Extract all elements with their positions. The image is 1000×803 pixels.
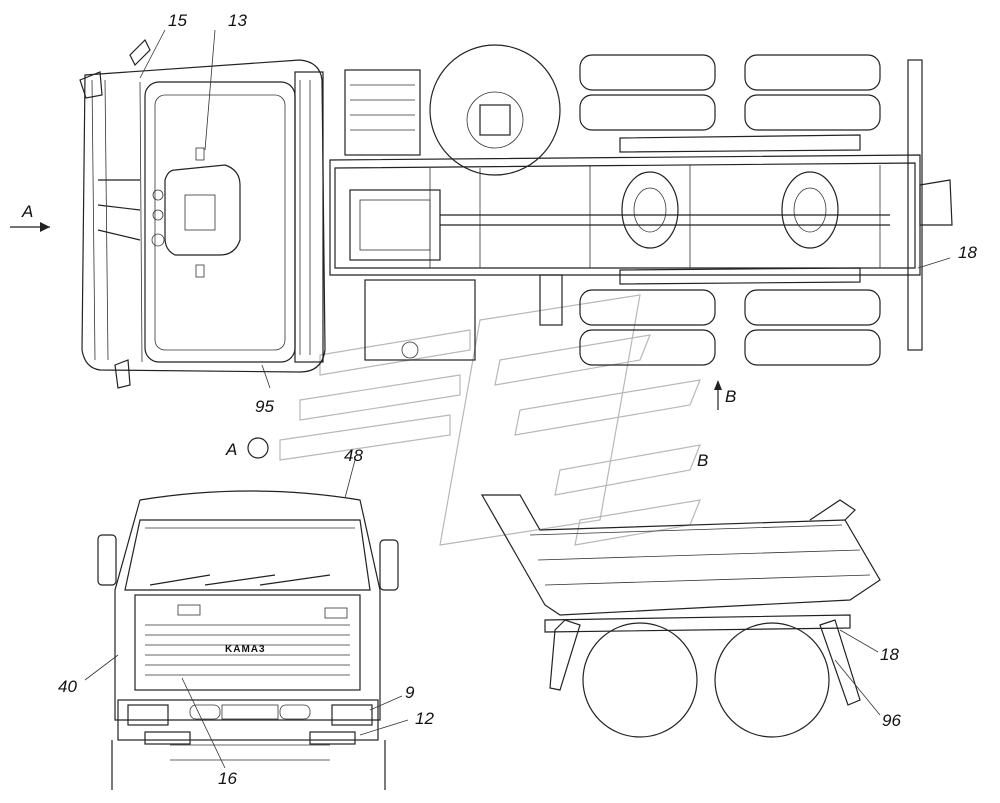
callout-15: 15 xyxy=(168,11,187,30)
grille-logo: KAMA3 xyxy=(225,644,266,655)
callout-18-side: 18 xyxy=(880,645,899,664)
view-arrow-b xyxy=(714,380,722,410)
callout-13: 13 xyxy=(228,11,247,30)
callout-18-top: 18 xyxy=(958,243,977,262)
view-arrow-a xyxy=(10,222,50,232)
callout-95: 95 xyxy=(255,397,274,416)
view-a-label: A xyxy=(226,440,238,459)
arrow-b-label: B xyxy=(725,387,737,406)
callout-9: 9 xyxy=(405,683,415,702)
callout-12: 12 xyxy=(415,709,434,728)
callout-96: 96 xyxy=(882,711,901,730)
arrow-a-label: A xyxy=(22,202,34,221)
rotate-icon xyxy=(247,437,269,459)
watermark xyxy=(279,294,701,546)
side-view xyxy=(480,494,881,738)
callout-48: 48 xyxy=(344,446,363,465)
view-b-label: B xyxy=(697,451,709,470)
callout-40: 40 xyxy=(58,677,77,696)
top-view xyxy=(79,29,953,389)
front-view xyxy=(84,459,409,790)
callout-16: 16 xyxy=(218,769,237,788)
